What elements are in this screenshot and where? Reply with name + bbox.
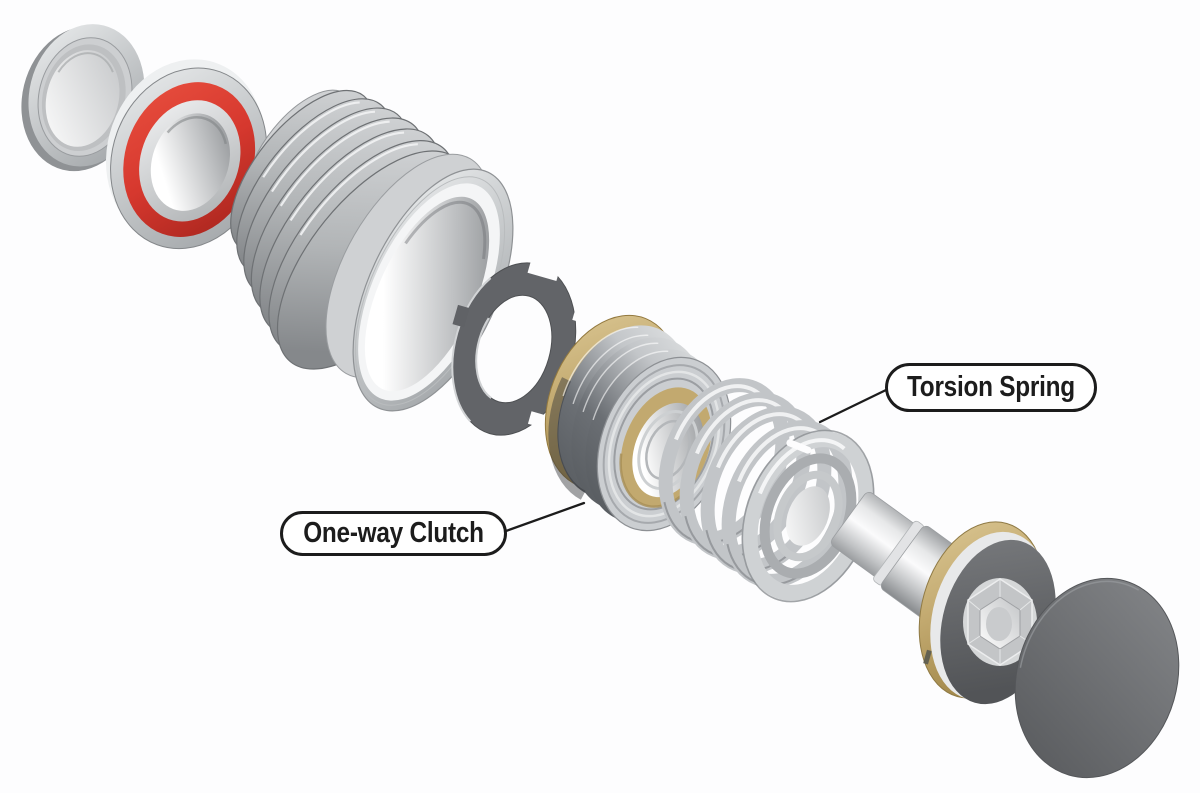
one-way-clutch-label: One-way Clutch xyxy=(303,517,484,549)
end-cap xyxy=(1014,577,1180,779)
flange-bushing xyxy=(918,521,1056,705)
torsion-spring-label: Torsion Spring xyxy=(907,371,1075,403)
ribbed-pulley xyxy=(230,89,514,412)
retainer-washer xyxy=(451,253,592,437)
one-way-clutch-leader-line xyxy=(504,501,586,533)
torsion-spring-leader-line xyxy=(818,388,888,424)
leader-lines xyxy=(504,388,888,533)
torsion-spring-callout: Torsion Spring xyxy=(885,363,1097,412)
sealed-bearing xyxy=(105,59,268,250)
one-way-clutch-callout: One-way Clutch xyxy=(280,511,507,556)
